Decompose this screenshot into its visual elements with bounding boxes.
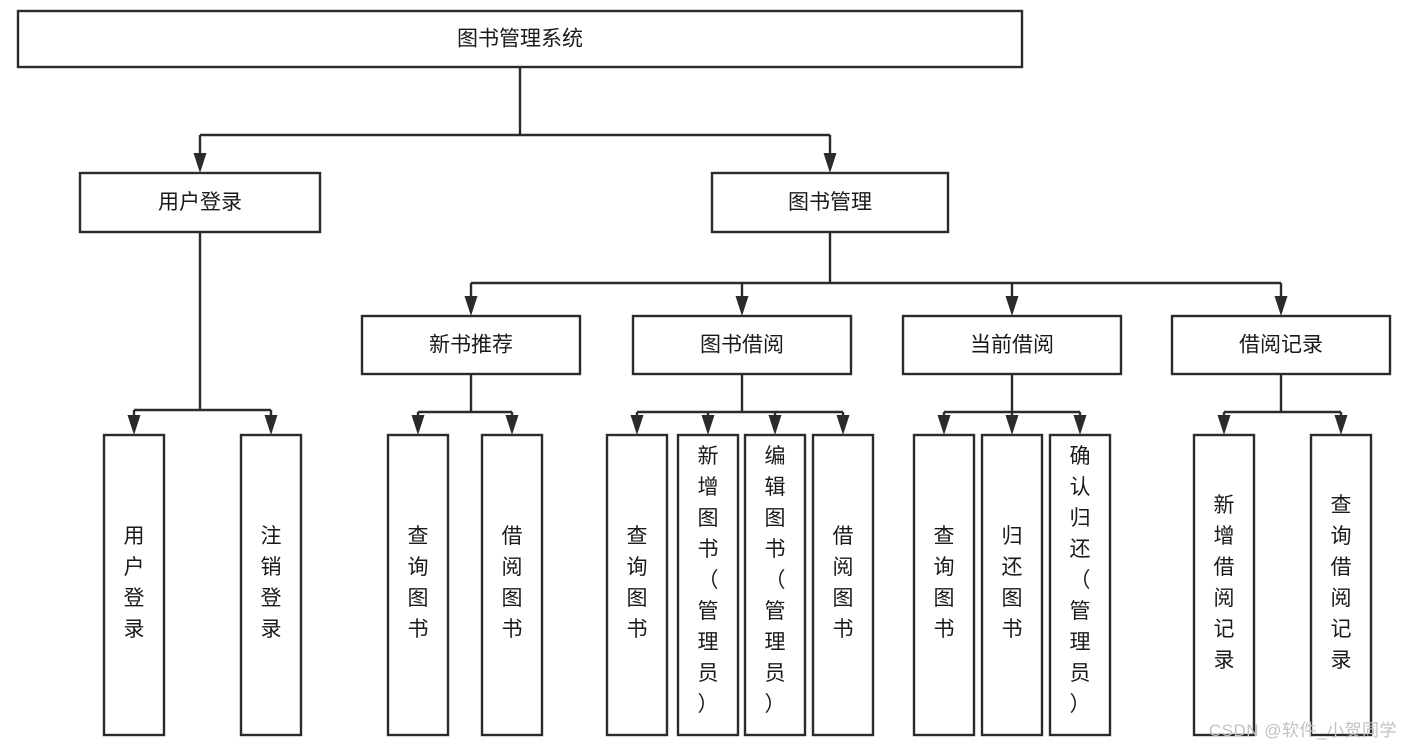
node-leaf-query-borrow-record-label: 查询借阅记录 (1331, 494, 1352, 672)
arrow-head (264, 415, 278, 435)
node-leaf-add-borrow-record-label: 新增借阅记录 (1214, 494, 1235, 672)
node-leaf-borrow-book-2[interactable]: 借阅图书 (811, 433, 875, 737)
node-current-borrow-label: 当前借阅 (970, 334, 1054, 357)
node-book-management-rect (710, 171, 950, 234)
node-leaf-user-login-label: 用户登录 (124, 525, 145, 641)
node-book-borrow[interactable]: 图书借阅 (631, 314, 853, 376)
arrow-head (630, 415, 644, 435)
node-leaf-add-book-admin-rect (676, 433, 740, 737)
arrow-head (1334, 415, 1348, 435)
node-book-borrow-label: 图书借阅 (700, 334, 784, 357)
node-leaf-query-book-3-rect (912, 433, 976, 737)
node-root-label: 图书管理系统 (457, 28, 583, 51)
node-leaf-add-borrow-record[interactable]: 新增借阅记录 (1192, 433, 1256, 737)
node-leaf-borrow-book-1-label: 借阅图书 (502, 525, 523, 641)
node-leaf-borrow-book-2-rect (811, 433, 875, 737)
arrow-head (836, 415, 850, 435)
node-leaf-add-book-admin[interactable]: 新增图书（管理员） (676, 433, 740, 737)
node-leaf-query-book-3-label: 查询图书 (934, 525, 955, 641)
node-leaf-user-login-rect (102, 433, 166, 737)
node-book-borrow-rect (631, 314, 853, 376)
node-current-borrow-rect (901, 314, 1123, 376)
node-leaf-query-borrow-record[interactable]: 查询借阅记录 (1309, 433, 1373, 737)
node-leaf-borrow-book-1-rect (480, 433, 544, 737)
connectors-layer (127, 67, 1348, 435)
node-new-book-recommend-rect (360, 314, 582, 376)
node-leaf-add-book-admin-label: 新增图书（管理员） (698, 445, 719, 716)
arrow-head (193, 153, 207, 173)
arrow-head (768, 415, 782, 435)
node-leaf-borrow-book-1[interactable]: 借阅图书 (480, 433, 544, 737)
node-leaf-edit-book-admin-rect (743, 433, 807, 737)
node-leaf-confirm-return-admin-label: 确认归还（管理员） (1070, 445, 1091, 716)
node-current-borrow[interactable]: 当前借阅 (901, 314, 1123, 376)
arrow-head (823, 153, 837, 173)
node-leaf-return-book-label: 归还图书 (1002, 525, 1023, 641)
node-leaf-edit-book-admin[interactable]: 编辑图书（管理员） (743, 433, 807, 737)
arrow-head (127, 415, 141, 435)
node-user-login-label: 用户登录 (158, 191, 242, 214)
node-root-rect (16, 9, 1024, 69)
node-leaf-confirm-return-admin[interactable]: 确认归还（管理员） (1048, 433, 1112, 737)
node-leaf-user-logout-rect (239, 433, 303, 737)
node-leaf-query-book-2[interactable]: 查询图书 (605, 433, 669, 737)
node-leaf-return-book-rect (980, 433, 1044, 737)
node-book-management-label: 图书管理 (788, 191, 872, 214)
node-leaf-query-borrow-record-rect (1309, 433, 1373, 737)
node-user-login[interactable]: 用户登录 (78, 171, 322, 234)
node-leaf-borrow-book-2-label: 借阅图书 (833, 525, 854, 641)
arrow-head (937, 415, 951, 435)
arrow-head (505, 415, 519, 435)
node-borrow-record-label: 借阅记录 (1239, 334, 1323, 357)
arrow-head (1217, 415, 1231, 435)
node-leaf-edit-book-admin-label: 编辑图书（管理员） (765, 445, 786, 716)
arrow-head (701, 415, 715, 435)
boxes-layer: 图书管理系统用户登录图书管理新书推荐图书借阅当前借阅借阅记录用户登录注销登录查询… (16, 9, 1392, 737)
node-borrow-record-rect (1170, 314, 1392, 376)
node-new-book-recommend-label: 新书推荐 (429, 334, 513, 357)
arrow-head (1274, 296, 1288, 316)
arrow-head (735, 296, 749, 316)
node-leaf-query-book-1[interactable]: 查询图书 (386, 433, 450, 737)
watermark-text: CSDN @软件_小贺同学 (1208, 721, 1397, 740)
arrow-head (1073, 415, 1087, 435)
node-leaf-query-book-1-label: 查询图书 (408, 525, 429, 641)
arrow-head (1005, 415, 1019, 435)
node-leaf-user-login[interactable]: 用户登录 (102, 433, 166, 737)
node-leaf-query-book-1-rect (386, 433, 450, 737)
node-root[interactable]: 图书管理系统 (16, 9, 1024, 69)
node-leaf-confirm-return-admin-rect (1048, 433, 1112, 737)
node-leaf-user-logout-label: 注销登录 (261, 525, 282, 641)
node-leaf-query-book-3[interactable]: 查询图书 (912, 433, 976, 737)
node-leaf-user-logout[interactable]: 注销登录 (239, 433, 303, 737)
node-leaf-query-book-2-label: 查询图书 (627, 525, 648, 641)
node-book-management[interactable]: 图书管理 (710, 171, 950, 234)
node-borrow-record[interactable]: 借阅记录 (1170, 314, 1392, 376)
node-user-login-rect (78, 171, 322, 234)
node-leaf-query-book-2-rect (605, 433, 669, 737)
arrow-head (464, 296, 478, 316)
node-leaf-add-borrow-record-rect (1192, 433, 1256, 737)
arrow-head (411, 415, 425, 435)
node-leaf-return-book[interactable]: 归还图书 (980, 433, 1044, 737)
node-new-book-recommend[interactable]: 新书推荐 (360, 314, 582, 376)
arrow-head (1005, 296, 1019, 316)
